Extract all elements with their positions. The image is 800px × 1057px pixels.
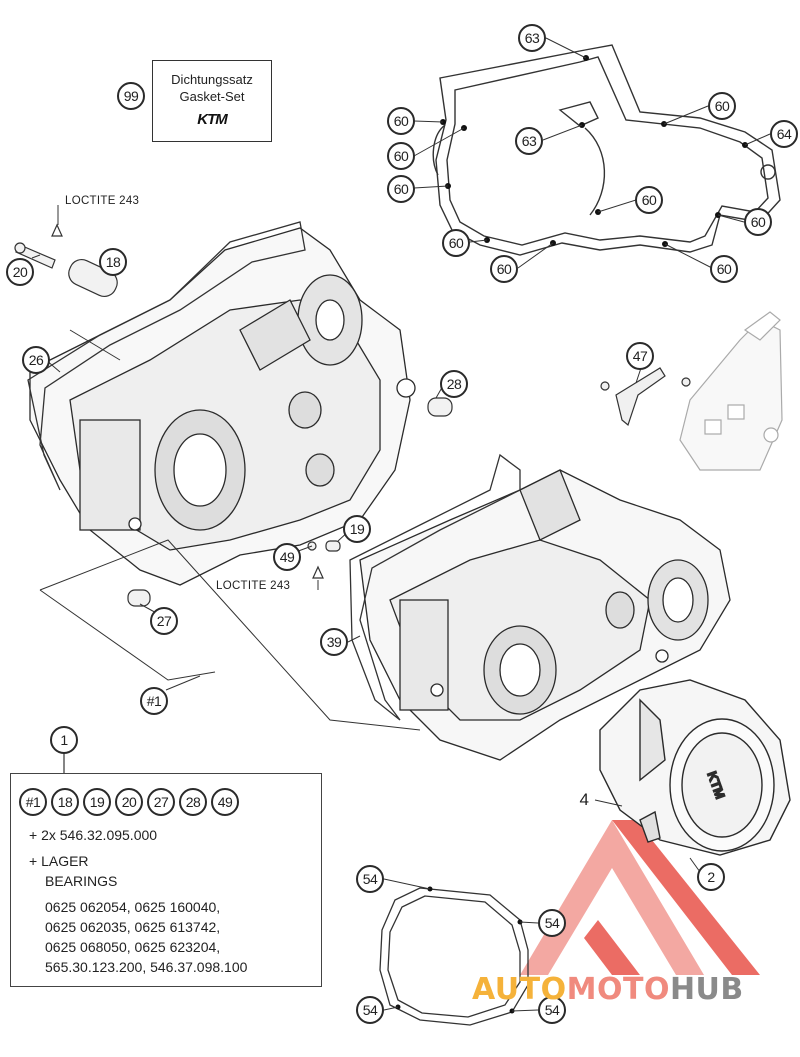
kit-screws-line: + 2x 546.32.095.000 <box>29 827 158 843</box>
kit-part-callouts: #1 18 19 20 27 28 49 <box>19 788 239 816</box>
callout-2[interactable]: 2 <box>697 863 725 891</box>
right-crankcase-half <box>359 469 731 761</box>
gasket-set-line1: Dichtungssatz <box>171 72 253 87</box>
callout-60-d[interactable]: 60 <box>442 229 470 257</box>
kit-parts-line-3: 0625 068050, 0625 623204, <box>45 939 221 955</box>
watermark-auto: AUTO <box>472 972 567 1007</box>
callout-64[interactable]: 64 <box>770 120 798 148</box>
ignition-cover: KTM <box>599 679 791 856</box>
bracket-part <box>679 311 783 471</box>
callout-54-c[interactable]: 54 <box>356 996 384 1024</box>
callout-4[interactable]: 4 <box>579 790 589 809</box>
kit-parts-line-2: 0625 062035, 0625 613742, <box>45 919 221 935</box>
callout-kit-1[interactable]: #1 <box>140 687 168 715</box>
kit-contents-box: #1 18 19 20 27 28 49 + 2x 546.32.095.000… <box>10 773 322 987</box>
gasket-set-label: Dichtungssatz Gasket-Set KTM <box>152 60 272 142</box>
kit-parts-line-4: 565.30.123.200, 546.37.098.100 <box>45 959 248 975</box>
ktm-logo: KTM <box>197 111 227 128</box>
callout-60-b[interactable]: 60 <box>387 142 415 170</box>
callout-60-i[interactable]: 60 <box>708 92 736 120</box>
left-crankcase-half <box>29 227 416 586</box>
callout-26[interactable]: 26 <box>22 346 50 374</box>
callout-63-inner[interactable]: 63 <box>515 127 543 155</box>
leader-lines-top <box>413 37 771 269</box>
kit-callout[interactable]: 27 <box>147 788 175 816</box>
callout-60-a[interactable]: 60 <box>387 107 415 135</box>
kit-bearings-line: BEARINGS <box>45 873 118 889</box>
kit-callout[interactable]: 49 <box>211 788 239 816</box>
kit-lager-line: + LAGER <box>29 853 89 869</box>
crankcase-gasket-outline <box>432 44 781 256</box>
callout-39[interactable]: 39 <box>320 628 348 656</box>
callout-99[interactable]: 99 <box>117 82 145 110</box>
loctite-label-mid: LOCTITE 243 <box>216 580 291 592</box>
callout-27[interactable]: 27 <box>150 607 178 635</box>
watermark-hub: HUB <box>669 972 744 1007</box>
kit-callout[interactable]: 18 <box>51 788 79 816</box>
gasket-set-line2: Gasket-Set <box>179 89 245 104</box>
callout-60-c[interactable]: 60 <box>387 175 415 203</box>
left-gasket <box>27 221 306 491</box>
gasket-set-box: Dichtungssatz Gasket-Set KTM <box>152 48 286 142</box>
leader-lines-54 <box>383 878 539 1012</box>
callout-60-e[interactable]: 60 <box>490 255 518 283</box>
right-gasket <box>349 453 521 721</box>
kit-callout[interactable]: 19 <box>83 788 111 816</box>
callout-60-h[interactable]: 60 <box>635 186 663 214</box>
small-parts <box>14 223 453 607</box>
kit-callout[interactable]: #1 <box>19 788 47 816</box>
callout-60-f[interactable]: 60 <box>710 255 738 283</box>
callout-18[interactable]: 18 <box>99 248 127 276</box>
callout-54-b[interactable]: 54 <box>538 909 566 937</box>
callout-28[interactable]: 28 <box>440 370 468 398</box>
callout-54-a[interactable]: 54 <box>356 865 384 893</box>
loctite-label-top: LOCTITE 243 <box>65 195 140 207</box>
callout-19[interactable]: 19 <box>343 515 371 543</box>
callout-60-g[interactable]: 60 <box>744 208 772 236</box>
watermark-text: AUTOMOTOHUB <box>472 972 744 1007</box>
callout-1[interactable]: 1 <box>50 726 78 754</box>
kit-callout[interactable]: 28 <box>179 788 207 816</box>
callout-20[interactable]: 20 <box>6 258 34 286</box>
gasket-dots <box>440 55 748 247</box>
watermark-moto: MOTO <box>566 972 670 1007</box>
bracket-clip <box>600 367 691 427</box>
kit-parts-line-1: 0625 062054, 0625 160040, <box>45 899 221 915</box>
callout-49[interactable]: 49 <box>273 543 301 571</box>
watermark-triangle-logo <box>520 820 760 975</box>
kit-callout[interactable]: 20 <box>115 788 143 816</box>
callout-54-d[interactable]: 54 <box>538 996 566 1024</box>
callout-47[interactable]: 47 <box>626 342 654 370</box>
callout-63-top[interactable]: 63 <box>518 24 546 52</box>
